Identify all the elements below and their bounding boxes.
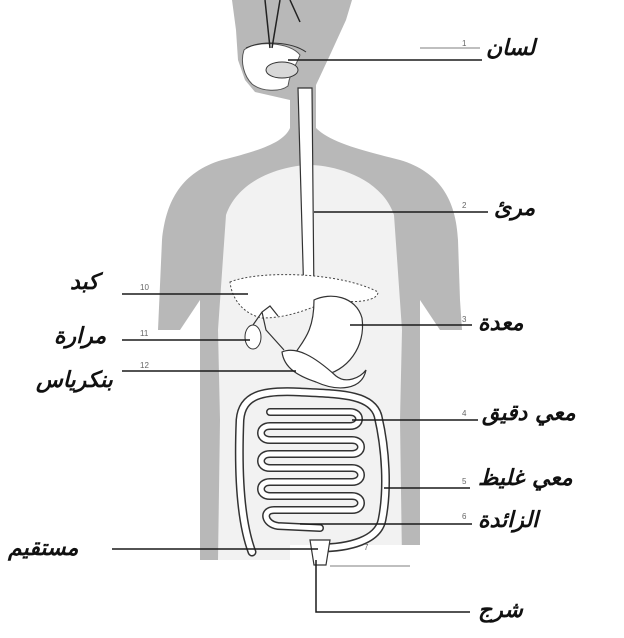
num-2: 2 (462, 201, 467, 210)
num-5: 5 (462, 477, 467, 486)
label-pancreas: بنكرياس (36, 370, 113, 392)
num-12: 12 (140, 361, 149, 370)
num-7: 7 (364, 543, 369, 552)
num-3: 3 (462, 315, 467, 324)
label-stomach: معدة (478, 313, 523, 335)
num-6: 6 (462, 512, 467, 521)
num-1: 1 (462, 39, 467, 48)
label-tongue: لسان (486, 38, 535, 60)
label-esophagus: مرئ (494, 198, 535, 220)
rectum-shape (310, 540, 330, 565)
label-large-intestine: معي غليظ (478, 468, 573, 490)
num-10: 10 (140, 283, 149, 292)
label-liver: كبد (70, 272, 99, 294)
label-anus: شرج (478, 600, 523, 622)
label-appendix: الزائدة (478, 510, 538, 532)
tongue-shape (266, 62, 298, 78)
gallbladder-shape (245, 325, 261, 349)
leader-anus (316, 560, 470, 612)
label-small-intestine: معي دقيق (482, 403, 576, 425)
label-gallbladder: مرارة (54, 326, 106, 348)
num-11: 11 (140, 329, 149, 338)
num-4: 4 (462, 409, 467, 418)
label-rectum: مستقيم (8, 538, 78, 560)
